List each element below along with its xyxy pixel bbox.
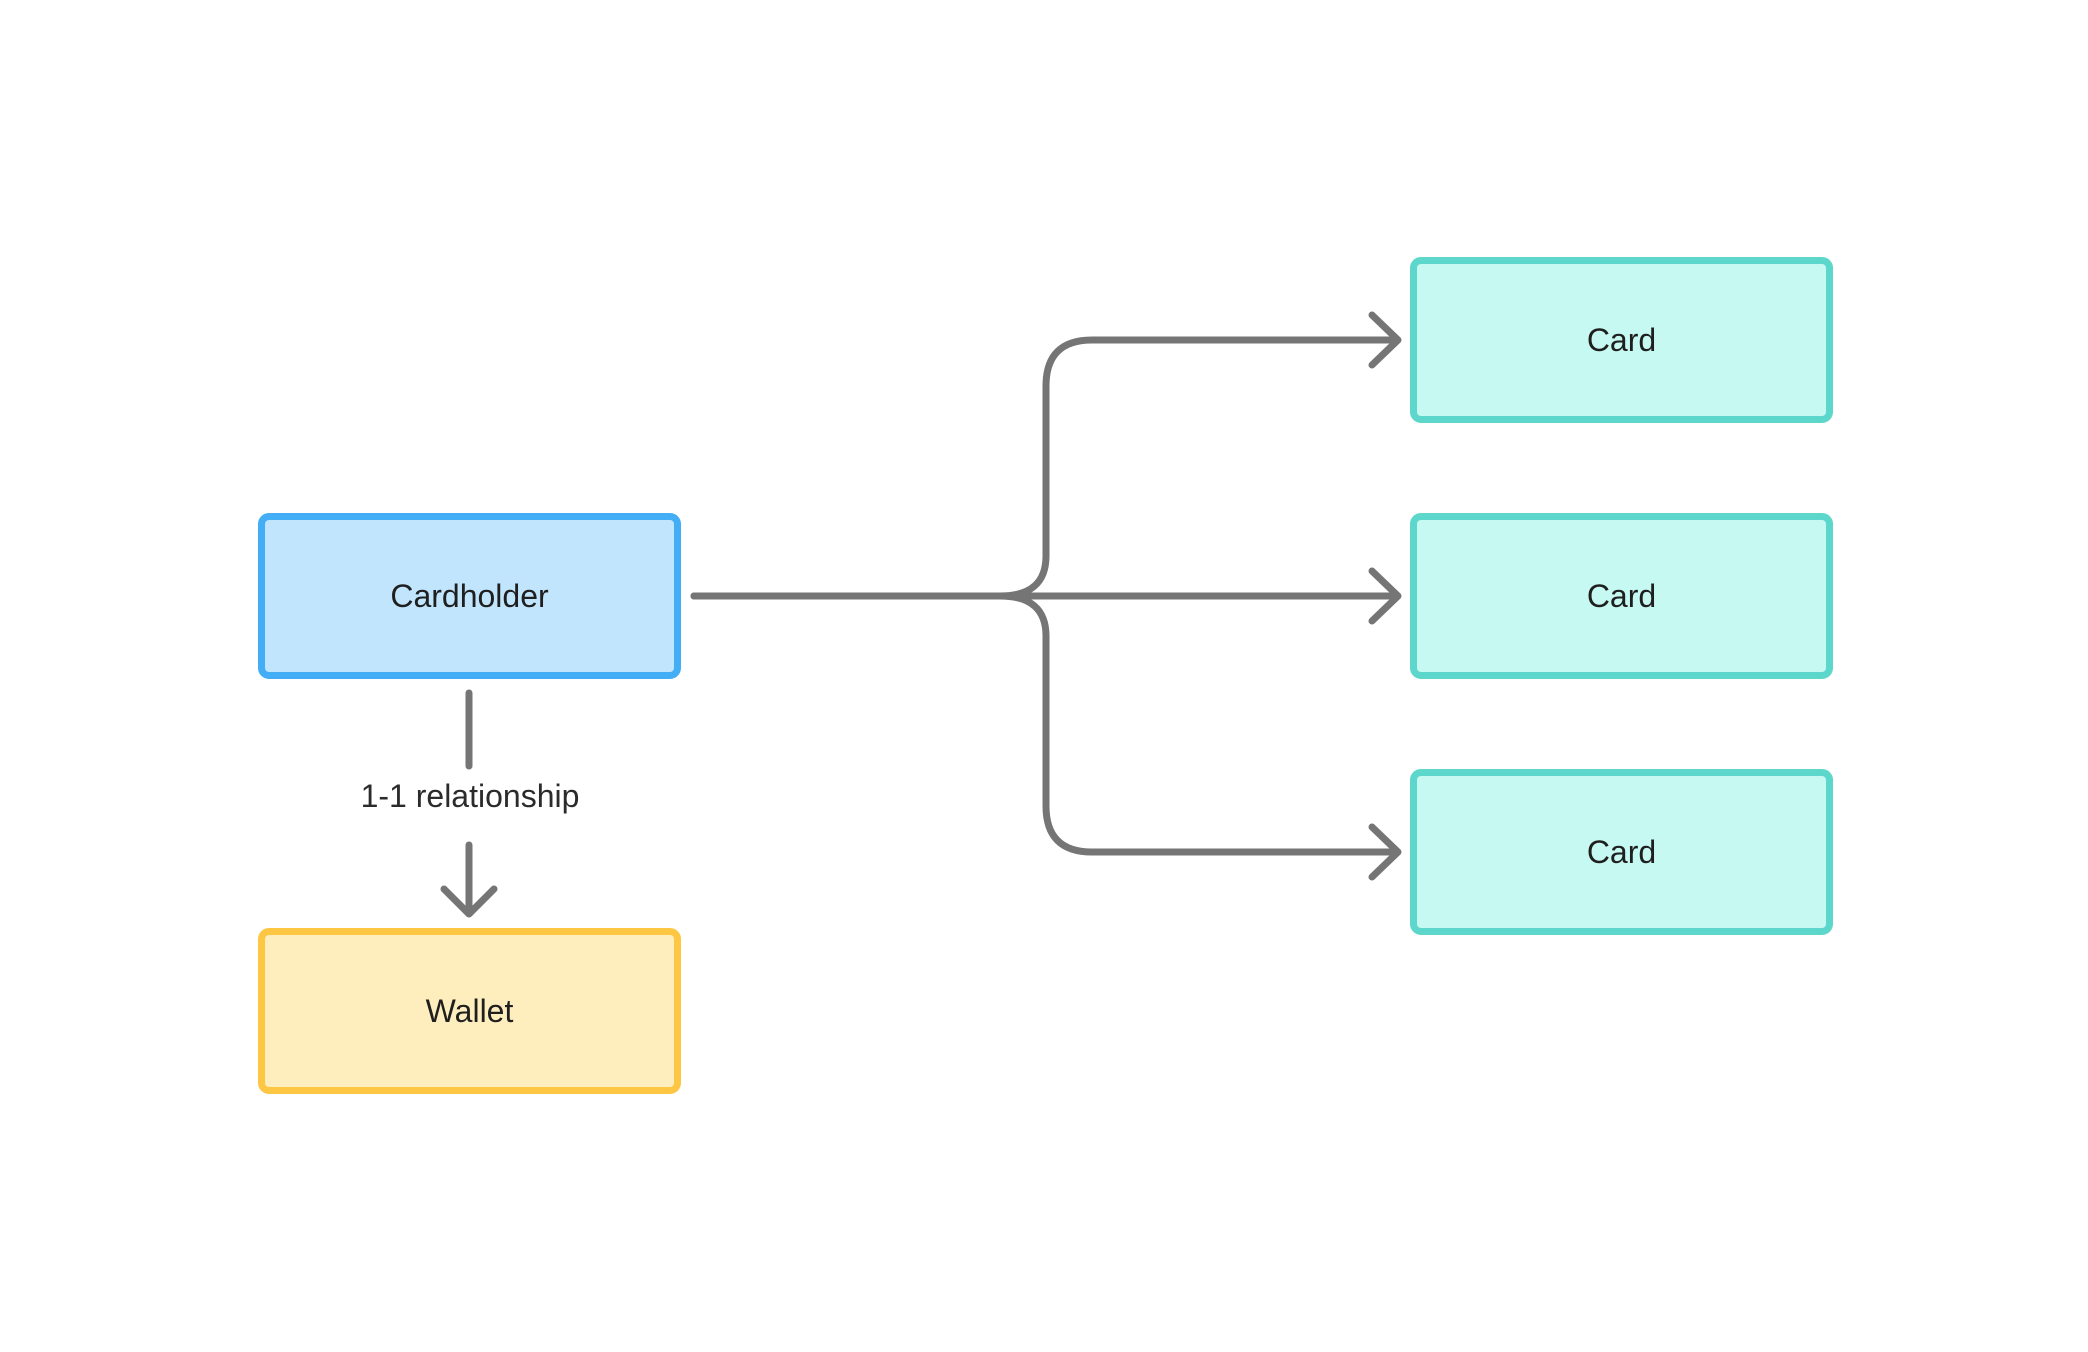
node-card-2-label: Card	[1586, 577, 1657, 614]
edge-cardholder-card-1	[690, 311, 1402, 600]
edge-cardholder-card-3	[996, 592, 1402, 881]
edge-label-relationship: 1-1 relationship	[300, 778, 640, 815]
edge-cardholder-wallet-arrowhead	[440, 885, 498, 918]
node-card-1-label: Card	[1586, 321, 1657, 358]
edge-cardholder-card-2-arrowhead	[1368, 567, 1402, 625]
node-cardholder-label: Cardholder	[390, 577, 549, 614]
node-cardholder[interactable]: Cardholder	[258, 513, 681, 679]
node-card-1[interactable]: Card	[1410, 257, 1833, 423]
edge-cardholder-card-2	[690, 567, 1402, 625]
node-card-2[interactable]: Card	[1410, 513, 1833, 679]
edge-cardholder-card-3-line	[996, 592, 1400, 856]
edge-cardholder-card-1-arrowhead	[1368, 311, 1402, 369]
node-card-3-label: Card	[1586, 833, 1657, 870]
node-wallet[interactable]: Wallet	[258, 928, 681, 1094]
node-card-3[interactable]: Card	[1410, 769, 1833, 935]
edge-cardholder-wallet	[440, 689, 498, 918]
edge-cardholder-card-1-line	[690, 336, 1400, 600]
edge-cardholder-card-3-arrowhead	[1368, 823, 1402, 881]
node-wallet-label: Wallet	[425, 992, 514, 1029]
